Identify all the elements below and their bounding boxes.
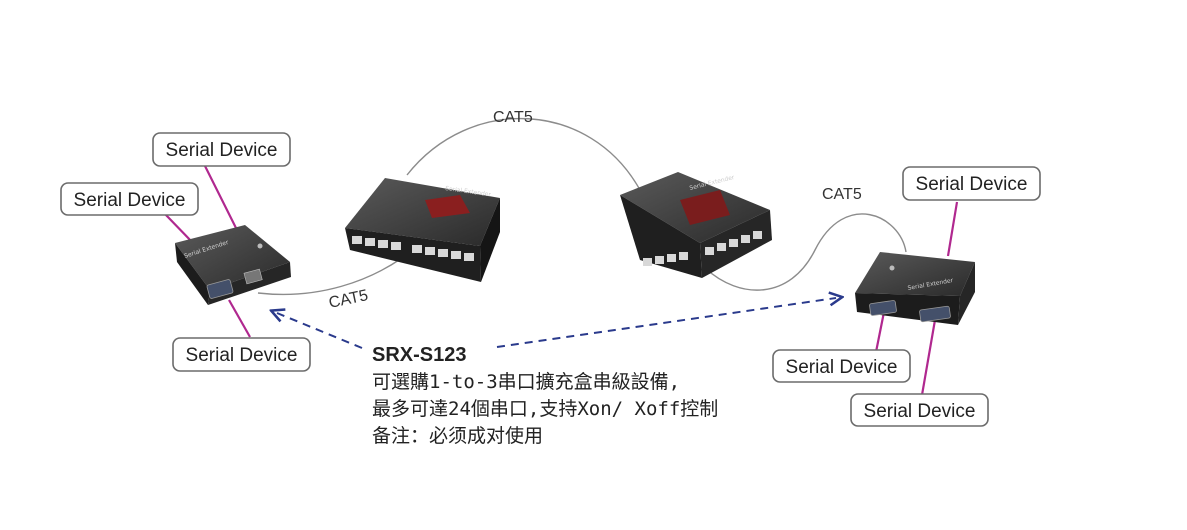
- hub-left-ports: [352, 236, 474, 261]
- right-serial-extender: Serial Extender: [855, 252, 975, 325]
- cat5-label-top: CAT5: [493, 109, 533, 126]
- serial-device-tag-right-top: Serial Device: [902, 166, 1041, 201]
- serial-line-left-top: [204, 165, 239, 233]
- caption-line-3: 备注：必须成对使用: [372, 425, 544, 447]
- cat5-cable-left: [257, 257, 403, 296]
- product-caption: SRX-S123 可選購1-to-3串口擴充盒串級設備, 最多可達24個串口,支…: [372, 342, 718, 450]
- cat5-cable-top: [406, 117, 641, 191]
- serial-device-label: Serial Device: [166, 140, 278, 161]
- cat5-label-right: CAT5: [822, 186, 862, 203]
- serial-device-label: Serial Device: [916, 174, 1028, 195]
- serial-line-right-top: [946, 201, 959, 257]
- caption-line-2: 最多可達24個串口,支持Xon/ Xoff控制: [372, 398, 719, 420]
- serial-device-tag-left-mid: Serial Device: [60, 182, 199, 216]
- serial-device-tag-left-top: Serial Device: [152, 132, 291, 167]
- dashed-arrow-right: [496, 298, 836, 348]
- hub-right: Serial Extender: [620, 172, 772, 278]
- serial-device-tag-left-bottom: Serial Device: [172, 337, 311, 372]
- product-title: SRX-S123: [372, 344, 467, 366]
- serial-device-label: Serial Device: [186, 345, 298, 366]
- dashed-arrow-left: [277, 313, 363, 349]
- serial-line-right-bottom: [920, 319, 937, 396]
- serial-device-label: Serial Device: [864, 401, 976, 422]
- cat5-label-left: CAT5: [327, 287, 369, 312]
- serial-line-left-mid: [164, 213, 195, 245]
- serial-device-label: Serial Device: [74, 190, 186, 211]
- caption-line-1: 可選購1-to-3串口擴充盒串級設備,: [372, 371, 681, 393]
- serial-device-tag-right-mid: Serial Device: [772, 349, 911, 383]
- serial-line-right-mid: [874, 311, 886, 353]
- serial-device-tag-right-bottom: Serial Device: [850, 393, 989, 427]
- hub-right-ports: [643, 231, 762, 266]
- serial-line-left-bottom: [228, 299, 251, 338]
- cat5-cable-right: [704, 213, 907, 291]
- left-serial-extender: Serial Extender: [175, 225, 291, 305]
- hub-left: Serial Extender: [345, 178, 500, 282]
- serial-device-label: Serial Device: [786, 357, 898, 378]
